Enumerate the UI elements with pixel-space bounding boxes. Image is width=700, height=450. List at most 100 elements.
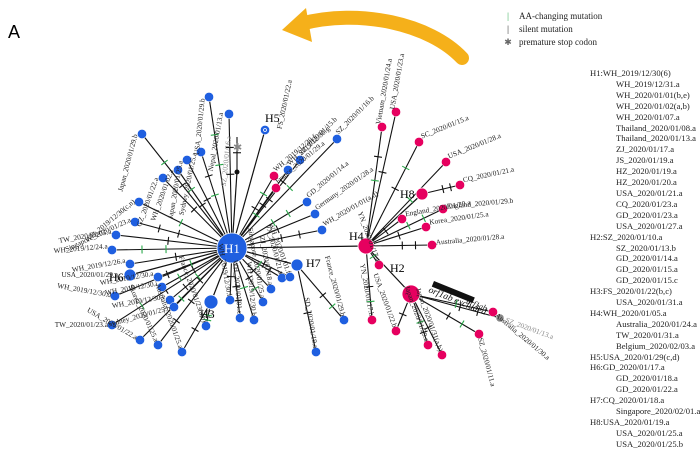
haplotype-entry: JS_2020/01/19.a xyxy=(590,155,700,166)
star-icon: ✱ xyxy=(503,36,513,49)
hub-node-h5 xyxy=(264,129,267,132)
silent-tick xyxy=(168,237,169,245)
hub-node-h8 xyxy=(416,188,428,200)
haplotype-entry: SZ_2020/01/13.b xyxy=(590,243,700,254)
haplotype-entry: H8:USA_2020/01/19.a xyxy=(590,417,700,428)
haplotype-entry: Thailand_2020/01/13.a xyxy=(590,133,700,144)
leaf-label: CQ_2020/01/21.a xyxy=(462,164,516,184)
silent-tick xyxy=(252,206,259,210)
leaf-label: Japan_2020/01/29.b xyxy=(116,133,140,193)
haplotype-entry: USA_2020/01/25.b xyxy=(590,439,700,450)
haplotype-entry: Australia_2020/01/24.a xyxy=(590,319,700,330)
silent-tick xyxy=(175,253,176,261)
haplotype-entry: GD_2020/01/18.a xyxy=(590,373,700,384)
leaf-node xyxy=(225,295,234,304)
leaf-label: YN_2020/01/17.b xyxy=(358,263,376,317)
direction-arrow xyxy=(282,8,462,58)
node-labels: USA_2020/01/29.bSZ_2020/01/16.aNepal_202… xyxy=(53,52,555,388)
haplotype-network: ✱ USA_2020/01/29.bSZ_2020/01/16.aNepal_2… xyxy=(0,0,684,435)
silent-tick xyxy=(199,203,206,208)
hub-label-h1: H1 xyxy=(224,241,240,256)
edge-leaf xyxy=(112,248,232,250)
leaf-label: SZ_2020/01/11.a xyxy=(476,337,498,389)
haplotype-entry: GD_2020/01/14.a xyxy=(590,253,700,264)
haplotype-entry: HZ_2020/01/19.a xyxy=(590,166,700,177)
legend-row: | silent mutation xyxy=(503,23,602,36)
silent-tick xyxy=(446,313,450,320)
leaf-label: Australia_2020/01/28.a xyxy=(435,232,505,247)
haplotype-entry: HZ_2020/01/20.a xyxy=(590,177,700,188)
hub-label-h8: H8 xyxy=(400,187,415,201)
haplotype-entry: CQ_2020/01/23.a xyxy=(590,199,700,210)
leaf-node xyxy=(367,315,376,324)
arrow-body xyxy=(300,18,462,58)
legend-label: silent mutation xyxy=(519,23,573,36)
leaf-node xyxy=(125,259,134,268)
leaf-node xyxy=(224,109,233,118)
haplotype-entry: TW_2020/01/31.a xyxy=(590,330,700,341)
haplotype-entry: ZJ_2020/01/17.a xyxy=(590,144,700,155)
hub-label-h6: H6 xyxy=(109,270,124,284)
aa-changing-tick xyxy=(371,180,379,181)
legend-row: ✱premature stop codon xyxy=(503,36,602,49)
premature-stop-icon: ✱ xyxy=(233,142,242,154)
haplotype-entry: USA_2020/01/27.a xyxy=(590,221,700,232)
haplotype-entry: H6:GD_2020/01/17.a xyxy=(590,362,700,373)
leaf-label: SZ_2020/01/16.b xyxy=(333,94,376,137)
haplotype-entry: WH_2020/01/07.a xyxy=(590,112,700,123)
hub-label-h4: H4 xyxy=(349,229,364,243)
hub-label-h2: H2 xyxy=(390,261,405,275)
silent-tick xyxy=(204,198,211,202)
haplotype-entry: GD_2020/01/15.c xyxy=(590,275,700,286)
silent-tick xyxy=(392,187,399,191)
leaf-label: USA_2020/01/29.b xyxy=(192,97,207,155)
haplotype-entry: H7:CQ_2020/01/18.a xyxy=(590,395,700,406)
leaf-node xyxy=(332,134,341,143)
haplotype-entry: WH_2020/01/02(a,b) xyxy=(590,101,700,112)
leaf-node xyxy=(311,347,320,356)
tick-icon: | xyxy=(503,10,513,23)
haplotype-entry: USA_2020/01/31.a xyxy=(590,297,700,308)
leaf-node xyxy=(258,297,267,306)
haplotype-entry: H4:WH_2020/01/05.a xyxy=(590,308,700,319)
leaf-node xyxy=(249,315,258,324)
leaf-node xyxy=(266,284,275,293)
haplotype-entry: GD_2020/01/22.a xyxy=(590,384,700,395)
aa-changing-tick xyxy=(402,166,409,170)
haplotype-entry: Belgium_2020/02/03.a xyxy=(590,341,700,352)
haplotype-entry: Singapore_2020/02/01.a xyxy=(590,406,700,417)
edge-leaf xyxy=(116,235,232,248)
haplotype-entry: H5:USA_2020/01/29(c,d) xyxy=(590,352,700,363)
arrow-head xyxy=(282,8,312,42)
leaf-label: England_2020/01/29.b xyxy=(446,196,514,211)
silent-tick xyxy=(374,156,382,157)
legend: | AA-changing mutation | silent mutation✱pr… xyxy=(503,10,602,49)
haplotype-entry: WH_2019/12/31.a xyxy=(590,79,700,90)
haplotype-entry: H2:SZ_2020/01/10.a xyxy=(590,232,700,243)
haplotype-entry: Thailand_2020/01/08.a xyxy=(590,123,700,134)
silent-tick xyxy=(299,231,301,239)
aa-changing-tick xyxy=(178,274,182,281)
leaf-label: USA_2020/01/28.a xyxy=(446,131,503,161)
aa-changing-tick xyxy=(179,219,183,226)
haplotype-entry: WH_2020/01/01(b,e) xyxy=(590,90,700,101)
intermediate-node xyxy=(235,170,240,175)
tick-icon: | xyxy=(503,23,513,36)
leaf-label: SD_2020/01/19.a xyxy=(302,297,320,350)
legend-row: | AA-changing mutation xyxy=(503,10,602,23)
leaf-node xyxy=(277,273,286,282)
silent-tick xyxy=(383,228,388,234)
haplotype-entry: GD_2020/01/15.a xyxy=(590,264,700,275)
aa-changing-tick xyxy=(286,210,290,217)
haplotype-entry: H3:FS_2020/01/22(b,c) xyxy=(590,286,700,297)
leaf-node xyxy=(107,245,116,254)
legend-label: AA-changing mutation xyxy=(519,10,602,23)
leaf-label: France_2020/01/29.b xyxy=(323,255,348,318)
hub-label-h3: H3 xyxy=(200,307,215,321)
hub-label-h5: H5 xyxy=(265,111,280,125)
leaf-node xyxy=(339,315,348,324)
hub-label-h7: H7 xyxy=(306,256,321,270)
aa-changing-tick xyxy=(460,321,464,328)
aa-changing-tick xyxy=(260,192,267,196)
